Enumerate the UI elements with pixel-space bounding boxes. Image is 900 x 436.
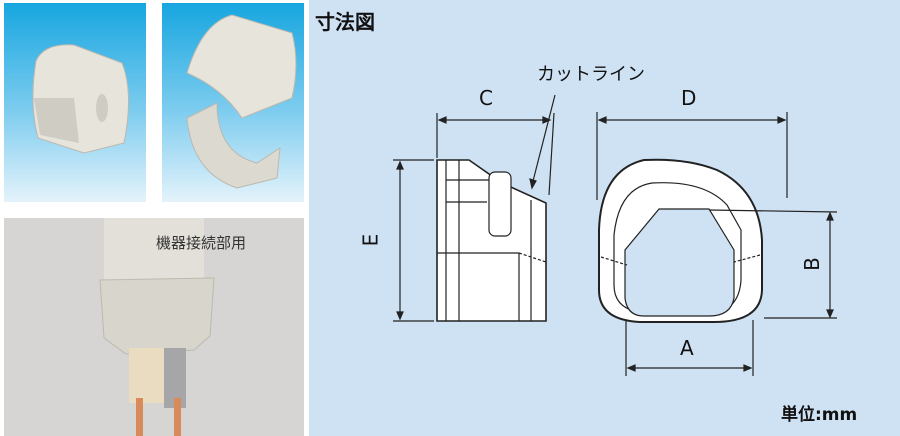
- product-photo-assembled: [4, 3, 146, 202]
- installed-caption: 機器接続部用: [156, 234, 247, 252]
- dimension-label-c: C: [479, 86, 493, 110]
- dimension-drawing: [393, 94, 838, 376]
- installed-duct-illustration: [99, 218, 215, 436]
- duct-cover-illustration: [32, 44, 129, 154]
- dimension-diagram-panel: 寸法図: [309, 0, 900, 436]
- front-view: [598, 158, 763, 323]
- diagram-title: 寸法図: [315, 10, 375, 34]
- dimension-label-a: A: [680, 336, 694, 360]
- duct-cover-halves-illustration: [186, 14, 297, 189]
- dimension-label-d: D: [681, 86, 697, 110]
- dimension-label-b: B: [799, 257, 824, 271]
- product-photo-installed: 機器接続部用: [4, 218, 304, 436]
- product-photo-split: [162, 3, 304, 202]
- dimension-label-e: E: [358, 233, 383, 247]
- unit-label: 単位:mm: [781, 405, 858, 425]
- side-view: [436, 159, 547, 322]
- cut-line-label: カットライン: [537, 64, 645, 85]
